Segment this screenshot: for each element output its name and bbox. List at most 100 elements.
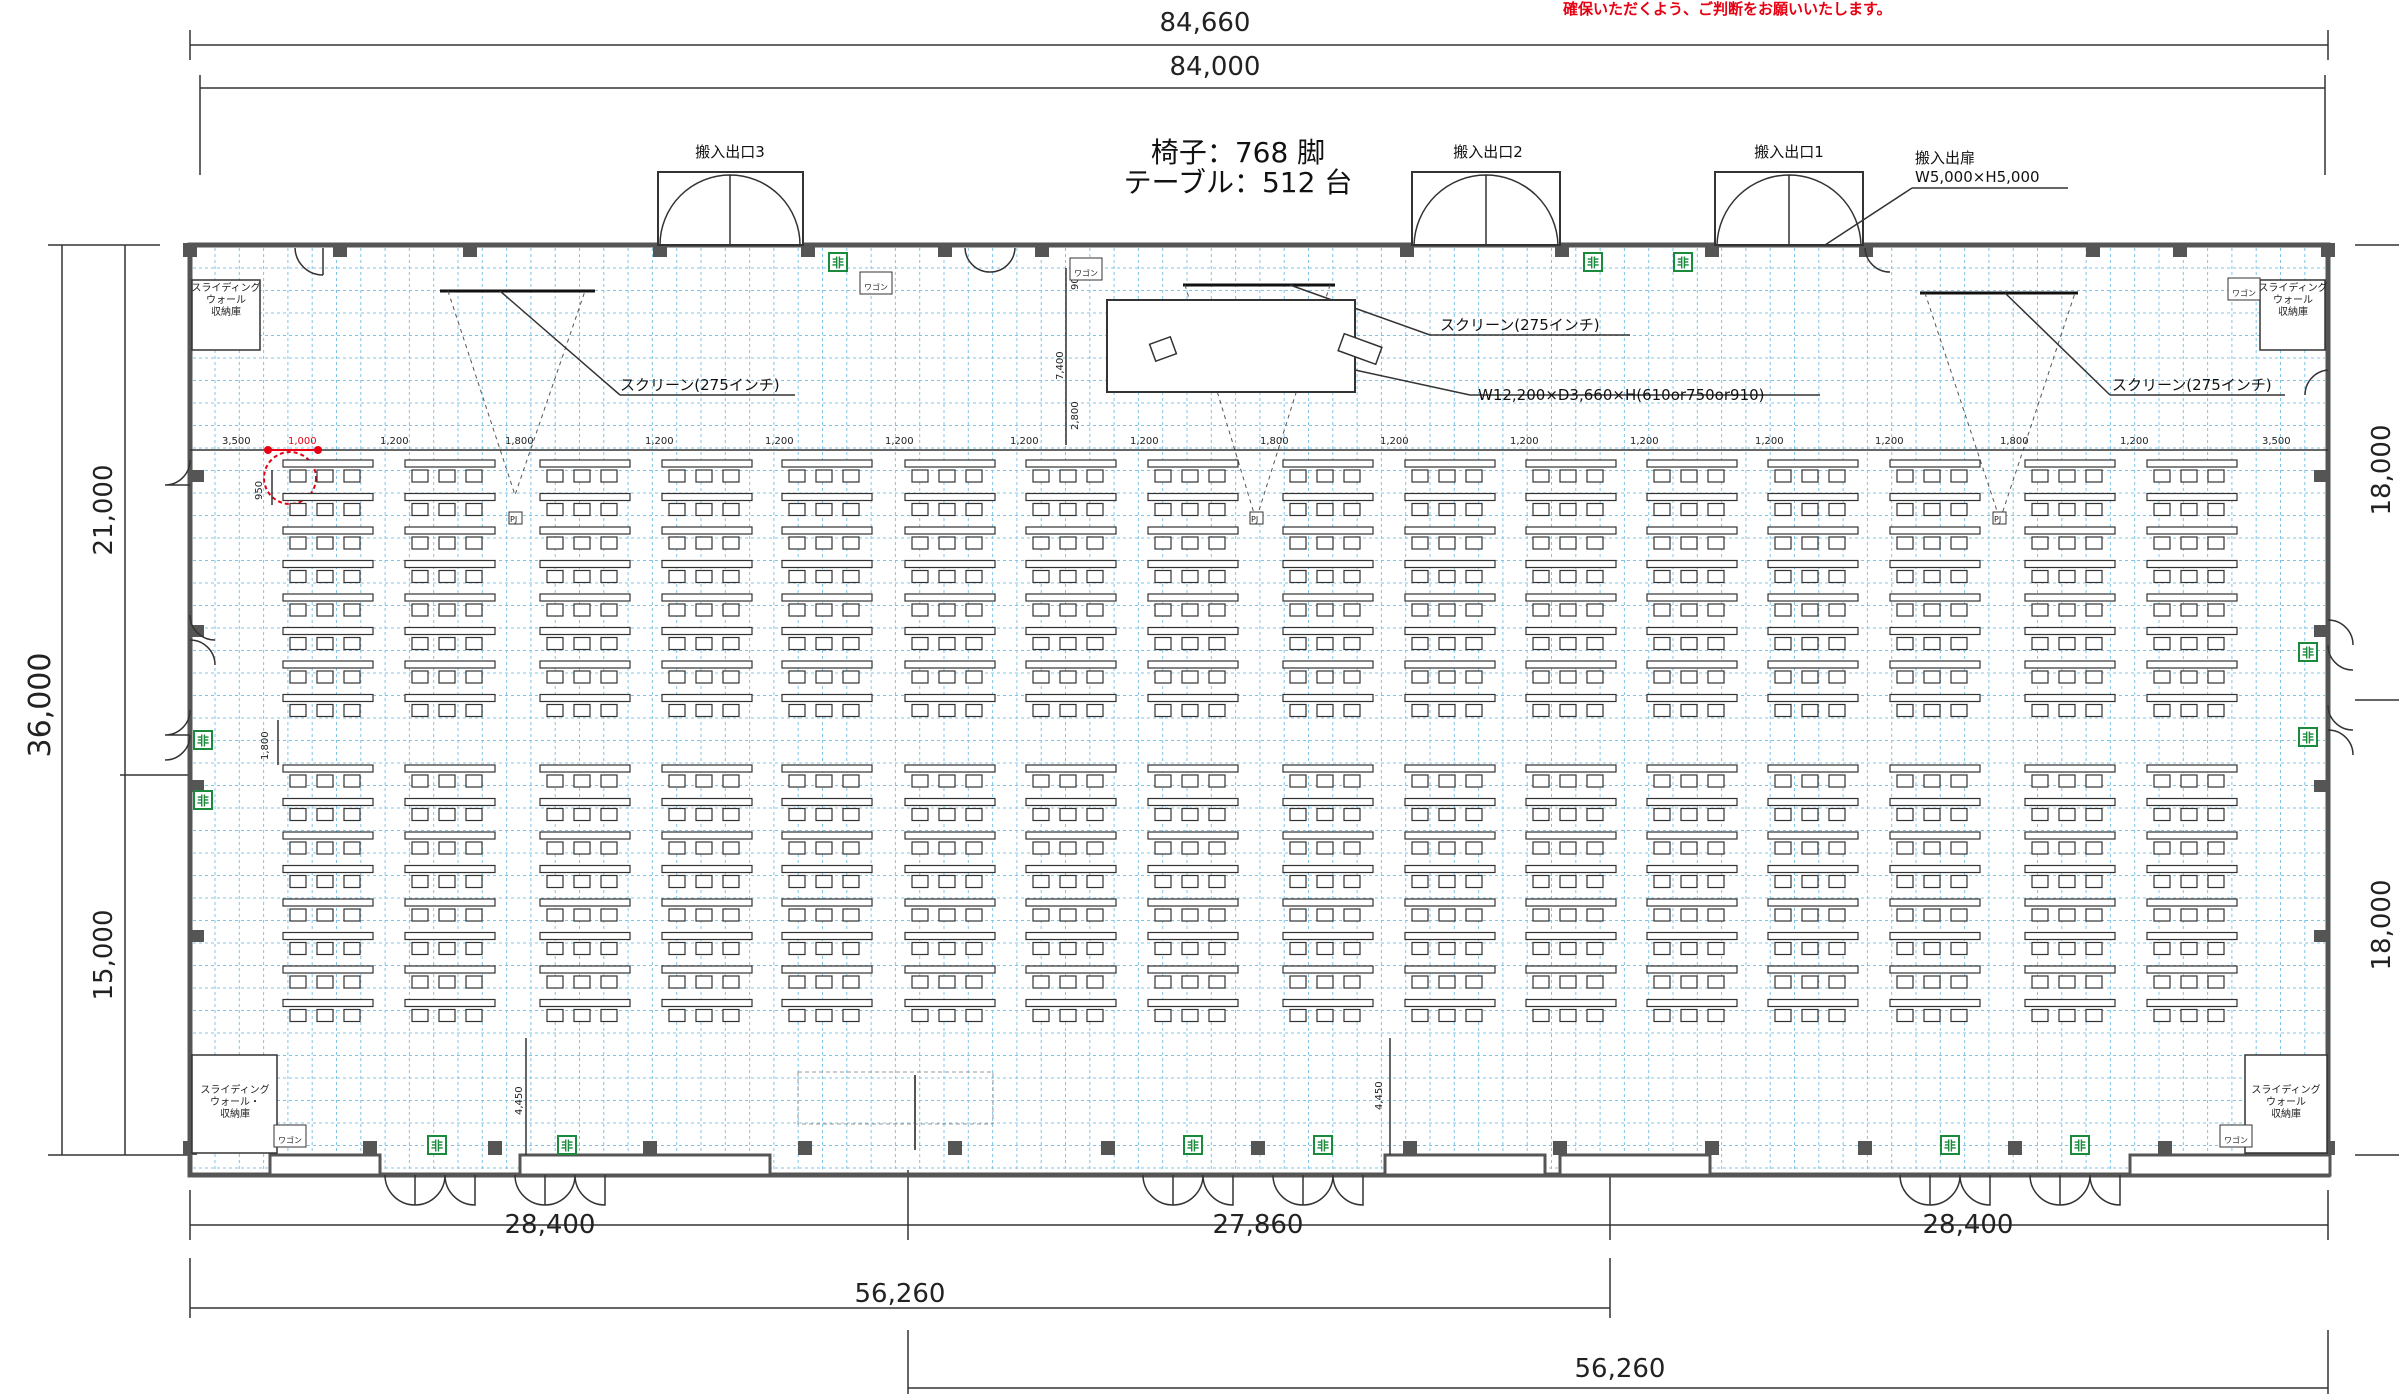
table (539, 998, 631, 1008)
table (781, 559, 873, 569)
chair (1923, 469, 1941, 483)
chair (1411, 502, 1429, 517)
chair (788, 841, 806, 855)
table (2146, 831, 2238, 840)
chair (1032, 774, 1050, 788)
table (1025, 797, 1117, 807)
table (2146, 931, 2238, 941)
chair (573, 941, 591, 956)
chair (1896, 1008, 1914, 1023)
column (192, 780, 204, 792)
exit-sign-label: 非 (2302, 645, 2314, 660)
table (404, 965, 496, 974)
chair (411, 774, 429, 788)
table (1282, 965, 1374, 974)
aisle-label: 1,200 (885, 436, 914, 447)
chair (1774, 908, 1792, 922)
table (781, 459, 873, 468)
storage-label: ウォール (2266, 1096, 2306, 1108)
chair (722, 908, 740, 922)
chair (289, 841, 307, 855)
table (404, 864, 496, 874)
column (653, 243, 667, 257)
chair (289, 636, 307, 651)
table (904, 559, 996, 569)
chair (2058, 975, 2076, 989)
chair (1680, 469, 1698, 483)
table (1404, 764, 1496, 773)
chair (1411, 636, 1429, 651)
chair (1032, 469, 1050, 483)
chair (2085, 774, 2103, 788)
chair (1896, 774, 1914, 788)
chair (1181, 670, 1199, 684)
chair (573, 807, 591, 822)
chair (1707, 569, 1725, 584)
chair (465, 774, 483, 788)
chair (722, 469, 740, 483)
table (904, 660, 996, 669)
table (539, 898, 631, 907)
chair (2058, 908, 2076, 922)
chair (1438, 841, 1456, 855)
chair (438, 603, 456, 617)
chair (2207, 774, 2225, 788)
table (1282, 459, 1374, 468)
table (781, 831, 873, 840)
chair (2207, 975, 2225, 989)
table (1025, 898, 1117, 907)
storage-label: 収納庫 (211, 305, 241, 318)
table (1025, 660, 1117, 669)
table (661, 931, 753, 941)
chair (289, 941, 307, 956)
chair (1896, 703, 1914, 718)
chair (668, 807, 686, 822)
column (1705, 243, 1719, 257)
chair (600, 603, 618, 617)
chair (1086, 569, 1104, 584)
chair (695, 807, 713, 822)
table (661, 864, 753, 874)
loading-door-2: 搬入出口2 (1411, 143, 1561, 246)
table (1147, 931, 1239, 941)
chair (1208, 807, 1226, 822)
chair (1653, 536, 1671, 550)
table (1025, 459, 1117, 468)
chair (668, 469, 686, 483)
table (1525, 459, 1617, 468)
chair (2031, 874, 2049, 889)
chair (1774, 807, 1792, 822)
chair (2031, 603, 2049, 617)
storage-top-right: スライディング ウォール 収納庫 (2258, 279, 2328, 351)
chair (546, 908, 564, 922)
table (282, 831, 374, 840)
table (1025, 693, 1117, 703)
table (904, 526, 996, 535)
chair (938, 636, 956, 651)
chair (2207, 469, 2225, 483)
chair (2058, 636, 2076, 651)
chair (573, 874, 591, 889)
chair (1032, 603, 1050, 617)
chair (2153, 807, 2171, 822)
chair (1653, 941, 1671, 956)
chair (1707, 841, 1725, 855)
chair (438, 636, 456, 651)
chair (573, 841, 591, 855)
table (2146, 965, 2238, 974)
chair (911, 670, 929, 684)
chair (1438, 975, 1456, 989)
table (539, 864, 631, 874)
dim-outer-width: 84,660 (1160, 8, 1251, 38)
chair (438, 841, 456, 855)
chair (1411, 774, 1429, 788)
chair (722, 1008, 740, 1023)
chair (1950, 536, 1968, 550)
chair (1707, 874, 1725, 889)
chair (343, 469, 361, 483)
dim-bottom-a: 28,400 (505, 1210, 596, 1240)
chair (1896, 941, 1914, 956)
column (2314, 625, 2326, 637)
chair (1343, 941, 1361, 956)
chair (573, 536, 591, 550)
